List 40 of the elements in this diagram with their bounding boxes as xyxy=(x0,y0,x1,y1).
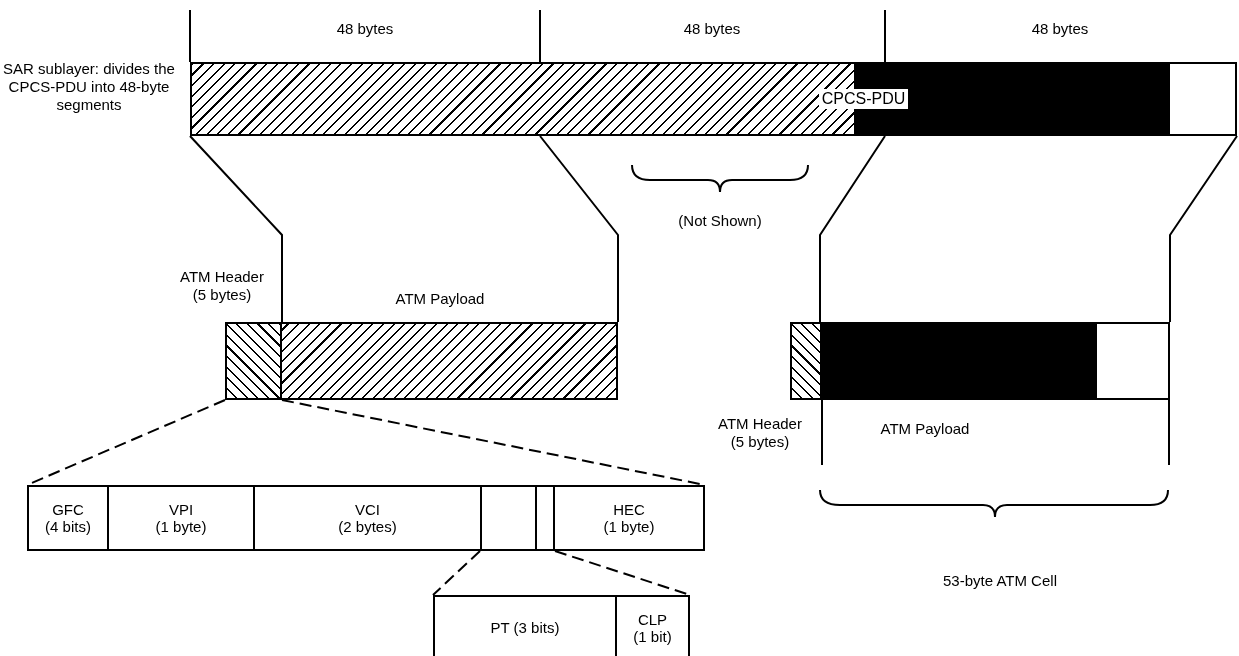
part-label: ATM Payload xyxy=(394,290,486,308)
field-size: (1 byte) xyxy=(603,518,655,536)
note-text: SAR sublayer: divides the CPCS-PDU into 48-byte segments xyxy=(2,60,176,114)
field-size: (1 byte) xyxy=(155,518,207,536)
field-cell xyxy=(553,485,705,551)
part-label: ATM Header (5 bytes) xyxy=(179,268,265,304)
expansion-line xyxy=(539,135,619,323)
part-label: ATM Header (5 bytes) xyxy=(717,415,803,451)
expansion-line xyxy=(819,135,886,323)
payload-box xyxy=(820,322,1170,400)
pdu-bar xyxy=(190,62,1237,136)
dashed-expansion-line xyxy=(432,550,481,596)
field-name: HEC xyxy=(613,500,645,518)
field-cell xyxy=(615,595,690,656)
field-cell xyxy=(107,485,255,551)
header-box xyxy=(790,322,822,400)
field-cell xyxy=(253,485,482,551)
field-size: (2 bytes) xyxy=(338,518,397,536)
field-size: (4 bits) xyxy=(45,518,91,536)
pdu-label: CPCS-PDU xyxy=(818,88,909,110)
expansion-line xyxy=(1169,135,1238,323)
part-label: ATM Payload xyxy=(879,420,971,438)
field-name: VCI xyxy=(355,500,380,518)
field-cell xyxy=(535,485,555,551)
payload-box xyxy=(280,322,618,400)
total-label: 53-byte ATM Cell xyxy=(942,572,1058,590)
header-box xyxy=(225,322,282,400)
field-cell xyxy=(433,595,617,656)
note-text: (Not Shown) xyxy=(677,212,763,230)
field-size: (1 bit) xyxy=(633,628,672,646)
field-name: VPI xyxy=(168,500,194,518)
size-label: 48 bytes xyxy=(1030,20,1090,38)
size-label: 48 bytes xyxy=(335,20,395,38)
field-cell xyxy=(480,485,537,551)
size-label: 48 bytes xyxy=(682,20,742,38)
expansion-line xyxy=(189,135,283,323)
field-name: PT (3 bits) xyxy=(490,619,560,637)
field-cell xyxy=(27,485,109,551)
field-name: CLP xyxy=(637,610,668,628)
field-name: GFC xyxy=(52,500,84,518)
